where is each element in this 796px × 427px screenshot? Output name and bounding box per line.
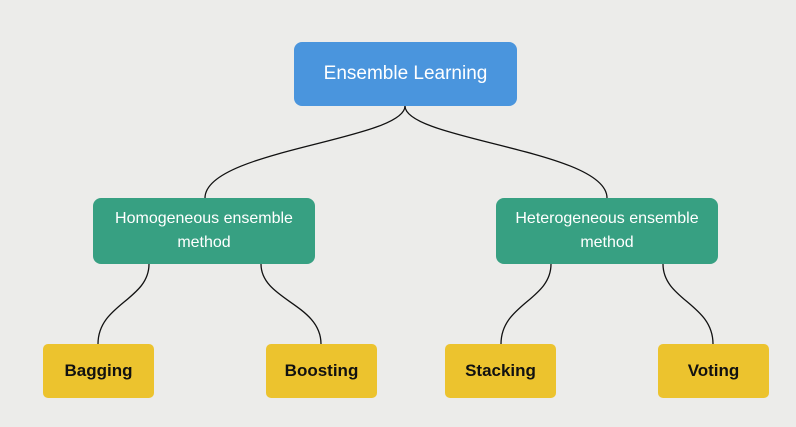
boosting-node: Boosting bbox=[266, 344, 377, 398]
edge-homogeneous-bagging bbox=[97, 263, 150, 345]
bagging-label: Bagging bbox=[64, 361, 133, 380]
homogeneous-method-node: Homogeneous ensemble method bbox=[93, 198, 315, 264]
root-node-label: Ensemble Learning bbox=[323, 63, 488, 84]
stacking-label: Stacking bbox=[465, 361, 536, 380]
edge-homogeneous-boosting bbox=[260, 263, 322, 345]
edge-heterogeneous-voting bbox=[662, 263, 714, 345]
voting-label: Voting bbox=[687, 361, 740, 380]
heterogeneous-method-label: Heterogeneous ensemble method bbox=[515, 210, 699, 251]
voting-node: Voting bbox=[658, 344, 769, 398]
edge-heterogeneous-stacking bbox=[500, 263, 552, 345]
homogeneous-method-label: Homogeneous ensemble method bbox=[115, 210, 293, 251]
stacking-node: Stacking bbox=[445, 344, 556, 398]
edge-root-homogeneous bbox=[204, 105, 406, 199]
boosting-label: Boosting bbox=[284, 361, 359, 380]
heterogeneous-method-node: Heterogeneous ensemble method bbox=[496, 198, 718, 264]
bagging-node: Bagging bbox=[43, 344, 154, 398]
edge-root-heterogeneous bbox=[404, 105, 608, 199]
root-node: Ensemble Learning bbox=[294, 42, 517, 106]
